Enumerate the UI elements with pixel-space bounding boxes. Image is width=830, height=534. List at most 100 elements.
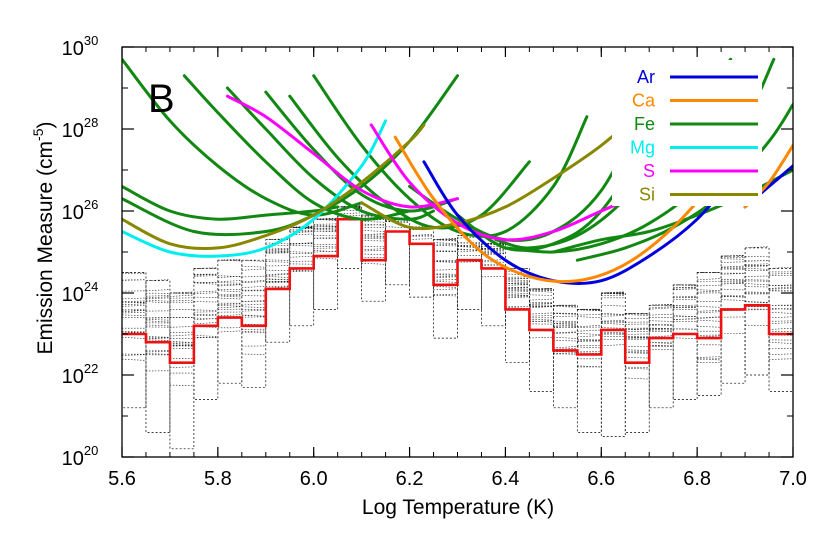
dem-mc-trace	[289, 269, 314, 272]
dem-mc-trace	[145, 301, 170, 304]
dem-mc-trace	[289, 255, 314, 258]
x-tick-label: 6.8	[683, 468, 711, 490]
x-tick-label: 6.2	[396, 468, 424, 490]
dem-mc-trace	[241, 268, 266, 271]
legend-label-mg: Mg	[630, 138, 655, 158]
dem-mc-trace	[241, 265, 266, 268]
dem-mc-trace	[145, 320, 170, 323]
em-loci-curve-fe	[182, 74, 412, 221]
dem-mc-trace	[721, 282, 746, 285]
dem-mc-trace	[721, 254, 746, 257]
dem-mc-trace	[553, 321, 578, 324]
dem-mc-trace	[529, 306, 554, 309]
dem-mc-trace	[481, 249, 506, 252]
dem-mc-trace	[625, 377, 650, 380]
dem-mc-trace	[265, 285, 290, 287]
dem-mc-trace	[577, 365, 602, 368]
dem-mc-trace	[553, 323, 578, 325]
dem-mc-trace	[769, 353, 793, 355]
dem-mc-trace	[673, 308, 698, 311]
dem-mc-trace	[481, 264, 506, 266]
dem-mc-trace	[649, 320, 674, 322]
dem-mc-trace	[289, 270, 314, 272]
legend-label-s: S	[643, 161, 655, 181]
dem-mc-trace	[721, 256, 746, 258]
dem-mc-trace	[529, 336, 554, 339]
dem-mc-trace	[673, 295, 698, 298]
x-tick-label: 7.0	[779, 468, 807, 490]
dem-envelope-box	[744, 247, 770, 376]
dem-mc-trace	[433, 288, 458, 291]
dem-mc-trace	[145, 336, 170, 338]
dem-mc-trace	[122, 272, 146, 274]
dem-mc-trace	[721, 265, 746, 268]
legend-label-si: Si	[639, 185, 655, 205]
dem-mc-trace	[265, 238, 290, 240]
dem-mc-trace	[265, 273, 290, 275]
dem-mc-trace	[697, 358, 722, 360]
dem-mc-trace	[122, 301, 146, 304]
dem-mc-trace	[529, 302, 554, 305]
dem-mc-trace	[505, 296, 530, 299]
dem-mc-trace	[241, 306, 266, 308]
dem-mc-trace	[169, 337, 194, 340]
dem-mc-trace	[649, 313, 674, 316]
dem-mc-trace	[697, 356, 722, 358]
dem-mc-trace	[145, 297, 170, 299]
dem-mc-trace	[745, 263, 770, 266]
dem-mc-trace	[433, 239, 458, 242]
x-axis-title: Log Temperature (K)	[362, 496, 554, 519]
dem-mc-trace	[193, 309, 218, 311]
dem-mc-trace	[697, 311, 722, 314]
dem-mc-trace	[481, 248, 506, 251]
dem-mc-trace	[457, 244, 482, 247]
dem-mc-trace	[577, 338, 602, 341]
dem-mc-trace	[721, 267, 746, 270]
dem-mc-trace	[577, 333, 602, 335]
dem-mc-trace	[217, 306, 242, 309]
dem-mc-trace	[721, 295, 746, 298]
dem-mc-trace	[505, 286, 530, 288]
y-tick-label: 1024	[62, 279, 99, 306]
dem-mc-trace	[721, 279, 746, 282]
dem-mc-trace	[505, 293, 530, 296]
em-loci-curve-ca	[393, 135, 723, 284]
x-tick-label: 5.6	[108, 468, 136, 490]
dem-mc-trace	[361, 215, 386, 217]
dem-mc-trace	[601, 327, 626, 329]
dem-mc-trace	[649, 323, 674, 326]
dem-mc-trace	[601, 344, 626, 346]
dem-envelope-box	[217, 259, 243, 384]
dem-mc-trace	[145, 279, 170, 281]
dem-mc-trace	[625, 357, 650, 359]
dem-envelope-box	[505, 268, 530, 364]
dem-mc-trace	[697, 316, 722, 319]
dem-mc-trace	[122, 300, 146, 302]
dem-mc-trace	[361, 214, 386, 217]
dem-mc-trace	[529, 305, 554, 308]
dem-mc-trace	[433, 274, 458, 276]
dem-envelope-box	[529, 288, 554, 392]
dem-mc-trace	[265, 276, 290, 278]
dem-mc-trace	[337, 205, 362, 208]
dem-mc-trace	[169, 294, 194, 297]
em-loci-curve-s	[369, 123, 661, 242]
dem-mc-trace	[193, 336, 218, 339]
dem-mc-trace	[457, 242, 482, 244]
dem-mc-trace	[601, 322, 626, 325]
dem-mc-trace	[553, 339, 578, 342]
dem-mc-trace	[361, 221, 386, 223]
dem-envelope-box	[169, 292, 195, 450]
dem-mc-trace	[313, 257, 338, 260]
dem-mc-trace	[601, 333, 626, 335]
dem-mc-trace	[217, 330, 242, 333]
dem-mc-trace	[122, 331, 146, 334]
dem-mc-trace	[529, 319, 554, 321]
dem-mc-trace	[745, 265, 770, 267]
dem-mc-trace	[505, 278, 530, 280]
dem-mc-trace	[577, 309, 602, 312]
dem-mc-trace	[625, 367, 650, 370]
dem-mc-trace	[577, 335, 602, 338]
